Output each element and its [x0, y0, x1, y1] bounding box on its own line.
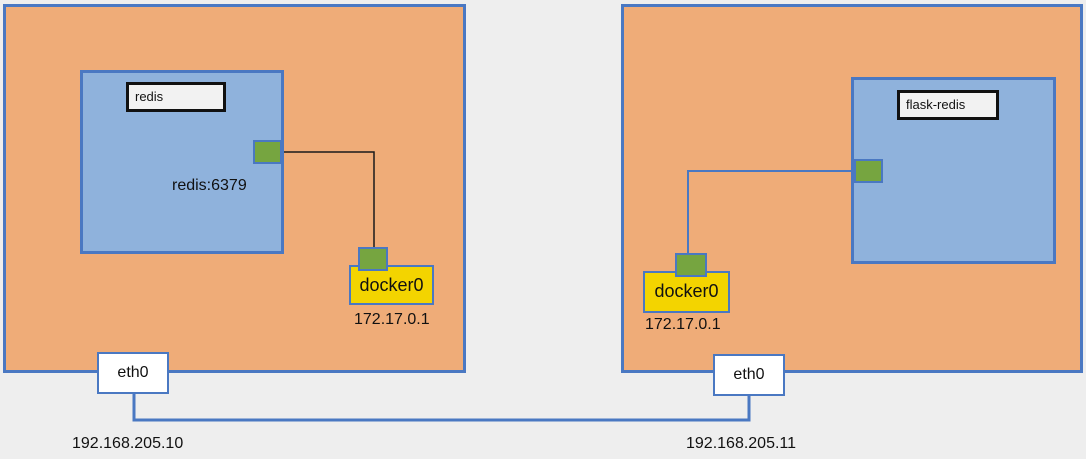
left-docker0-port: [358, 247, 388, 271]
redis-container-port: [253, 140, 282, 164]
right-container-to-bridge-line: [687, 170, 854, 256]
right-docker0-ip: 172.17.0.1: [645, 316, 721, 333]
redis-port-label: redis:6379: [172, 177, 247, 194]
left-eth0-ip: 192.168.205.10: [72, 435, 184, 452]
right-eth0: eth0: [713, 354, 785, 396]
left-docker0-bridge: docker0: [349, 265, 434, 305]
flask-redis-container: [851, 77, 1056, 264]
right-docker0-port: [675, 253, 707, 277]
left-container-to-bridge-line: [284, 151, 375, 250]
redis-container-name: redis: [126, 82, 226, 112]
flask-redis-container-name: flask-redis: [897, 90, 999, 120]
left-eth0: eth0: [97, 352, 169, 394]
right-eth0-ip: 192.168.205.11: [686, 435, 797, 452]
left-docker0-ip: 172.17.0.1: [354, 311, 430, 328]
right-docker0-bridge: docker0: [643, 271, 730, 313]
flask-redis-container-port: [854, 159, 883, 183]
eth0-link-line: [132, 392, 751, 422]
